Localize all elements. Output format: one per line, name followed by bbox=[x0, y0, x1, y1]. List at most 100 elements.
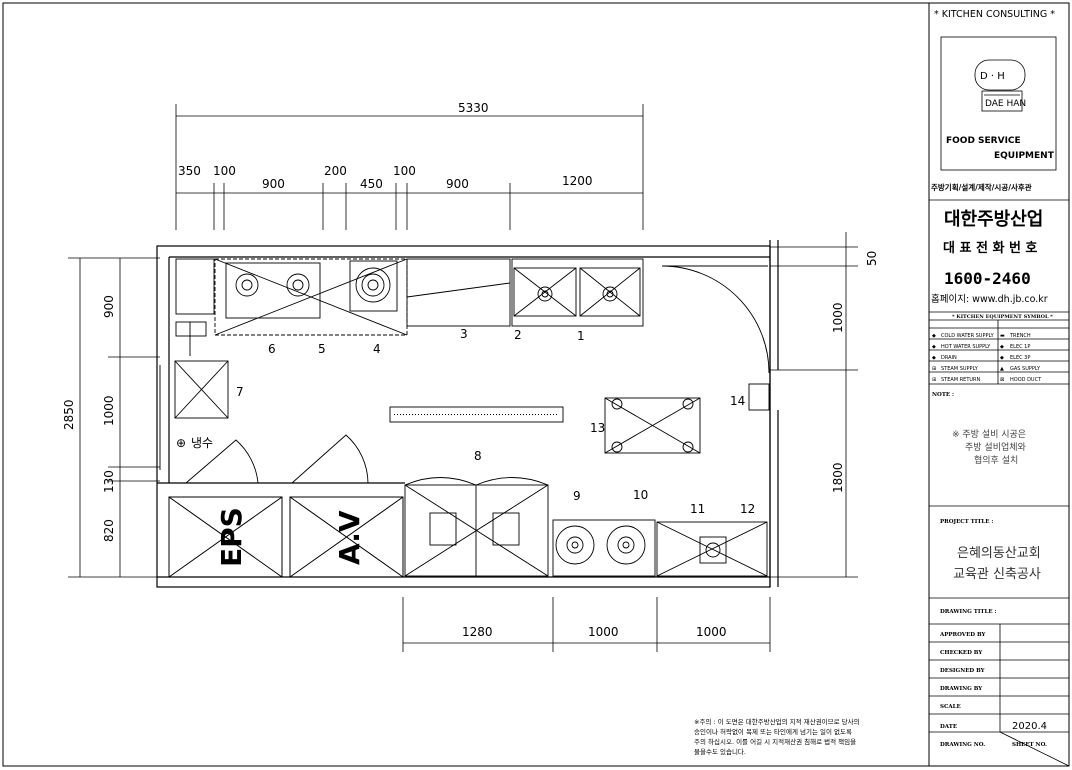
item-2: 2 bbox=[514, 328, 522, 342]
equipment-middle bbox=[159, 360, 770, 470]
dim-total: 5330 bbox=[458, 101, 489, 115]
svg-text:DRAIN: DRAIN bbox=[941, 355, 957, 361]
symbol-table: ◆ COLD WATER SUPPLY ▬ TRENCH ◆ HOT WATER SU… bbox=[932, 333, 1042, 383]
dimension-right bbox=[770, 232, 858, 578]
svg-text:⊠: ⊠ bbox=[1000, 377, 1004, 383]
checked-by: CHECKED BY bbox=[940, 650, 982, 656]
drawing-no-label: DRAWING NO. bbox=[940, 742, 985, 748]
svg-text:◆: ◆ bbox=[1000, 355, 1004, 361]
item-10: 10 bbox=[633, 488, 648, 502]
note-line-1: ※ 주방 설비 시공은 bbox=[952, 429, 1026, 440]
svg-text:⊞: ⊞ bbox=[932, 377, 936, 383]
item-12: 12 bbox=[740, 502, 755, 516]
svg-text:◆: ◆ bbox=[932, 333, 936, 339]
svg-text:COLD WATER SUPPLY: COLD WATER SUPPLY bbox=[941, 333, 995, 339]
svg-text:승인이나 허락없이 복제 또는 타인에게 넘기는 일이 없도: 승인이나 허락없이 복제 또는 타인에게 넘기는 일이 없도록 bbox=[694, 727, 852, 736]
svg-text:◆: ◆ bbox=[932, 355, 936, 361]
title-block-lines bbox=[929, 36, 1070, 767]
svg-text:GAS SUPPLY: GAS SUPPLY bbox=[1010, 366, 1041, 372]
dim-top-5: 450 bbox=[360, 177, 383, 191]
dim-left-total: 2850 bbox=[62, 399, 76, 430]
dim-right-3: 1800 bbox=[831, 462, 845, 493]
svg-text:※주의 : 이 도면은 대한주방산업의 지적 재산권이므로: ※주의 : 이 도면은 대한주방산업의 지적 재산권이므로 당사의 bbox=[694, 717, 860, 726]
room-av: A.V bbox=[333, 510, 366, 565]
note-line-2: 주방 설비업체와 bbox=[965, 441, 1026, 453]
dim-left-2: 1000 bbox=[102, 395, 116, 426]
item-numbers: 1 2 3 4 5 6 7 8 9 10 11 12 13 14 bbox=[236, 327, 755, 516]
item-5: 5 bbox=[318, 342, 326, 356]
svg-text:STEAM SUPPLY: STEAM SUPPLY bbox=[941, 366, 979, 372]
company-name: 대한주방산업 bbox=[944, 209, 1043, 230]
dim-top-7: 900 bbox=[446, 177, 469, 191]
svg-text:물을수도 있습니다.: 물을수도 있습니다. bbox=[694, 747, 746, 756]
dimension-left bbox=[68, 257, 160, 578]
scale-label: SCALE bbox=[940, 704, 961, 710]
dae-han-label: DAE HAN bbox=[985, 99, 1026, 109]
room-eps: EPS bbox=[215, 507, 248, 567]
item-3: 3 bbox=[460, 327, 468, 341]
dim-top-6: 100 bbox=[393, 164, 416, 178]
date-value: 2020.4 bbox=[1012, 721, 1047, 732]
item-14: 14 bbox=[730, 394, 745, 408]
svg-text:TRENCH: TRENCH bbox=[1009, 333, 1031, 339]
room-walls bbox=[156, 240, 779, 588]
equipment-bottom bbox=[404, 477, 768, 577]
item-11: 11 bbox=[690, 502, 705, 516]
svg-text:▲: ▲ bbox=[1000, 366, 1004, 372]
sheet-no-label: SHEET NO. bbox=[1012, 742, 1047, 748]
approved-by: APPROVED BY bbox=[939, 632, 985, 638]
phone-label: 대 표 전 화 번 호 bbox=[943, 240, 1037, 256]
svg-text:▬: ▬ bbox=[1000, 333, 1005, 339]
item-1: 1 bbox=[577, 329, 585, 343]
dim-bottom-1: 1280 bbox=[462, 625, 493, 639]
svg-text:HOT WATER SUPPLY: HOT WATER SUPPLY bbox=[941, 344, 991, 350]
dim-left-4: 820 bbox=[102, 519, 116, 542]
drawing-by: DRAWING BY bbox=[940, 686, 982, 692]
designed-by: DESIGNED BY bbox=[940, 668, 985, 674]
homepage: 홈페이지: www.dh.jb.co.kr bbox=[931, 293, 1048, 305]
svg-text:STEAM RETURN: STEAM RETURN bbox=[941, 377, 981, 383]
item-7: 7 bbox=[236, 385, 244, 399]
services-text: 주방기획/설계/제작/시공/사후관 bbox=[931, 182, 1032, 192]
kitchen-consulting-header: * KITCHEN CONSULTING * bbox=[934, 9, 1055, 20]
svg-text:⊞: ⊞ bbox=[932, 366, 936, 372]
dim-right-1: 50 bbox=[865, 251, 879, 266]
svg-text:ELEC 3P: ELEC 3P bbox=[1010, 355, 1030, 361]
phone-number: 1600-2460 bbox=[944, 269, 1031, 288]
dimension-top bbox=[175, 104, 644, 230]
dim-top-4: 200 bbox=[324, 164, 347, 178]
food-service-label: FOOD SERVICE bbox=[946, 136, 1021, 146]
note-label: NOTE : bbox=[932, 392, 954, 398]
doors bbox=[185, 434, 369, 484]
project-line-1: 은혜의동산교회 bbox=[957, 546, 1041, 561]
dim-bottom-3: 1000 bbox=[696, 625, 727, 639]
disclaimer: ※주의 : 이 도면은 대한주방산업의 지적 재산권이므로 당사의 승인이나 허… bbox=[694, 717, 860, 756]
dim-top-3: 900 bbox=[262, 177, 285, 191]
dim-top-2: 100 bbox=[213, 164, 236, 178]
item-4: 4 bbox=[373, 342, 381, 356]
svg-text:◆: ◆ bbox=[1000, 344, 1004, 350]
dim-bottom-2: 1000 bbox=[588, 625, 619, 639]
dim-right-2: 1000 bbox=[831, 302, 845, 333]
item-6: 6 bbox=[268, 342, 276, 356]
date-label: DATE bbox=[940, 724, 957, 730]
dimension-bottom bbox=[402, 597, 771, 652]
note-line-3: 협의후 설치 bbox=[974, 454, 1018, 466]
project-label: PROJECT TITLE : bbox=[940, 519, 993, 525]
dim-top-1: 350 bbox=[178, 164, 201, 178]
item-8: 8 bbox=[474, 449, 482, 463]
equipment-label: EQUIPMENT bbox=[994, 151, 1055, 161]
rooms-bottom bbox=[168, 496, 404, 578]
item-9: 9 bbox=[573, 489, 581, 503]
equipment-top bbox=[175, 258, 770, 374]
dim-left-3: 130 bbox=[102, 470, 116, 493]
dim-top-8: 1200 bbox=[562, 174, 593, 188]
project-line-2: 교육관 신축공사 bbox=[953, 567, 1041, 582]
svg-text:ELEC 1P: ELEC 1P bbox=[1010, 344, 1030, 350]
symbol-header: * KITCHEN EQUIPMENT SYMBOL * bbox=[952, 314, 1053, 320]
dh-logo: D · H bbox=[980, 71, 1005, 82]
dim-left-1: 900 bbox=[102, 295, 116, 318]
svg-text:주의 하십시오. 이를 어길 시 지적재산권 침해로 법적: 주의 하십시오. 이를 어길 시 지적재산권 침해로 법적 책임을 bbox=[694, 737, 856, 746]
svg-text:◆: ◆ bbox=[932, 344, 936, 350]
